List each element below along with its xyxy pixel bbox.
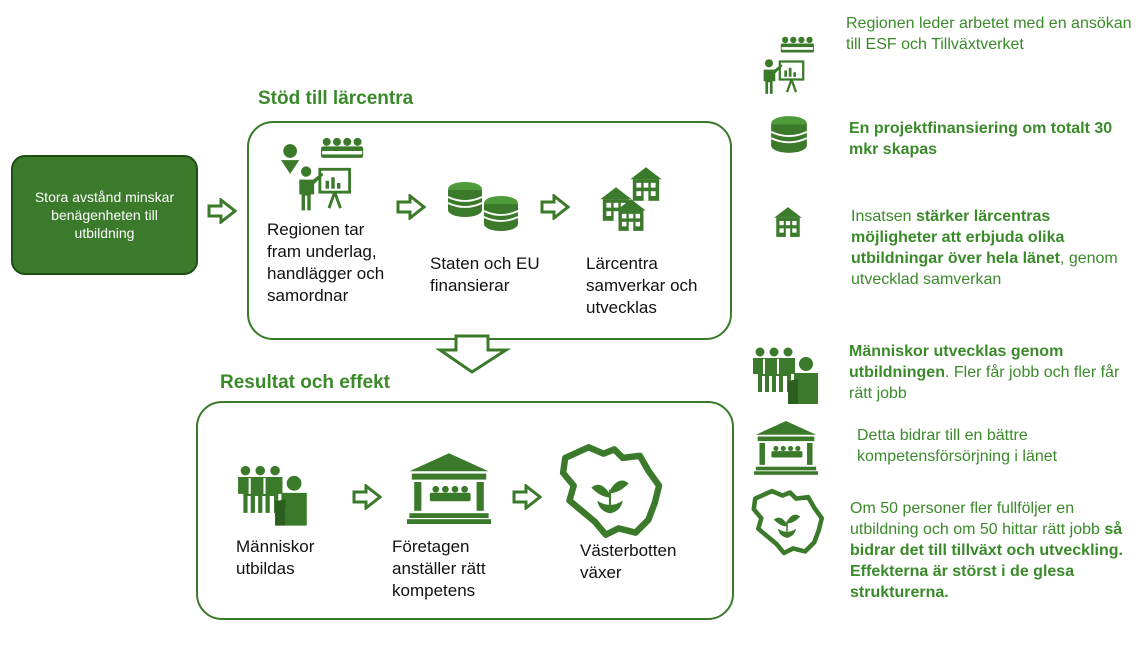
side-item6-bold: så bidrar det till tillväxt och utveckli… [850,521,1123,601]
side-item5: Detta bidrar till en bättre kompetensför… [857,427,1058,465]
side-item2-bold: En projektfinansiering om totalt 30 mkr … [849,120,1113,158]
coins-icon [770,115,808,154]
side-item2: En projektfinansiering om totalt 30 mkr … [849,118,1124,160]
institution-icon [754,420,818,475]
problem-text: Stora avstånd minskar benägenheten till … [34,189,175,241]
arrow-right-icon [512,484,542,510]
arrow-right-icon [352,484,382,510]
support-step1-label: Regionen tar fram underlag, handlägger o… [267,220,385,305]
region-map-icon [744,488,830,556]
side-item6-pre: Om 50 personer fler fullföljer en utbild… [850,500,1105,538]
side-item3-bold: stärker lärcentras möjligheter att erbju… [851,208,1065,267]
support-heading: Stöd till lärcentra [258,88,414,109]
support-step2-label: Staten och EU finansierar [430,254,540,295]
coins-icon [447,181,519,232]
result-step1-label: Människor utbildas [236,537,315,578]
arrow-right-icon [207,198,237,224]
buildings-icon [600,167,662,231]
side-item4-rest: . Fler får jobb och fler får rätt jobb [849,364,1120,402]
side-item3: Insatsen stärker lärcentras möjligheter … [851,206,1136,290]
region-map-icon [556,443,664,539]
problem-box: Stora avstånd minskar benägenheten till … [11,155,198,275]
side-item3-pre: Insatsen [851,208,916,225]
result-step2-label: Företagen anställer rätt kompetens [392,537,486,600]
result-box [196,401,734,620]
arrow-down-icon [435,334,512,374]
building-icon [774,207,802,237]
people-icon [237,464,308,527]
institution-icon [407,453,491,524]
arrow-right-icon [540,194,570,220]
people-icon [752,346,819,405]
result-step3-label: Västerbotten växer [580,541,677,582]
support-step3-label: Lärcentra samverkar och utvecklas [586,254,698,317]
presentation-icon [762,35,814,96]
side-item3-post: , genom utvecklad samverkan [851,250,1118,288]
presentation-icon [281,136,364,212]
side-item4-bold: Människor utvecklas genom utbildningen [849,343,1064,381]
side-item4: Människor utvecklas genom utbildningen. … [849,341,1139,404]
result-heading: Resultat och effekt [220,372,390,393]
side-item6: Om 50 personer fler fullföljer en utbild… [850,498,1135,603]
arrow-right-icon [396,194,426,220]
side-item1: Regionen leder arbetet med en ansökan ti… [846,15,1132,53]
